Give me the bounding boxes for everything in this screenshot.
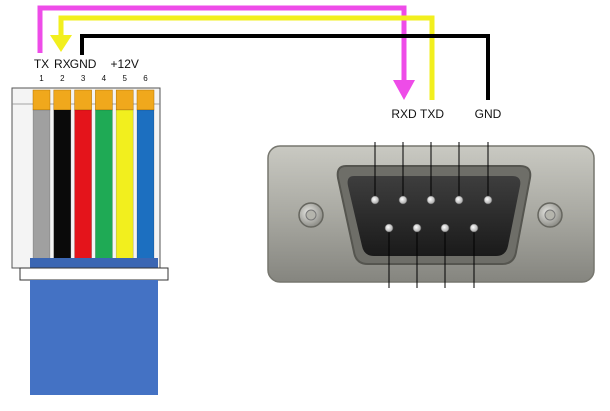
db9-pin-3 — [426, 195, 436, 205]
rj-pin-label-2: RX — [54, 57, 71, 71]
rj-pin-label-5: +12V — [111, 57, 139, 71]
db9-pins — [370, 195, 493, 233]
db9-pin-leads — [374, 142, 489, 288]
rj-wire-5 — [115, 109, 134, 261]
rj-pin-number-4: 4 — [102, 74, 107, 83]
gnd-to-gnd-wire — [80, 34, 490, 100]
rj-contact-4 — [95, 89, 113, 111]
rj-contact-1 — [32, 89, 51, 111]
rj-wire-6 — [136, 109, 155, 261]
rj-contact-3 — [74, 89, 92, 111]
db9-pin-1 — [370, 195, 380, 205]
rj-pin-number-3: 3 — [81, 74, 86, 83]
db9-pin-7 — [412, 223, 422, 233]
rj-wire-1 — [32, 109, 51, 261]
rj-pin-number-5: 5 — [122, 74, 127, 83]
db9-label-gnd: GND — [475, 107, 502, 121]
rj-pin-number-6: 6 — [143, 74, 148, 83]
rx-to-txd-wire — [58, 15, 435, 100]
rj-pin-label-3: GND — [70, 57, 97, 71]
cable-jacket-upper — [30, 258, 158, 270]
rj-wire-2 — [53, 109, 72, 261]
db9-insulator — [347, 176, 521, 256]
db9-pin-4 — [454, 195, 464, 205]
cable-jacket — [30, 280, 158, 395]
rj-contact-2 — [53, 89, 72, 111]
db9-pin-5 — [483, 195, 493, 205]
rj-wires — [32, 109, 155, 261]
db9-pin-9 — [469, 223, 479, 233]
db9-pin-6 — [384, 223, 394, 233]
rj-pin-label-1: TX — [34, 57, 49, 71]
rx-to-txd-arrowhead — [50, 35, 72, 52]
db9-label-txd: TXD — [420, 107, 444, 121]
signal-wires — [37, 5, 490, 100]
db9-pin-8 — [440, 223, 450, 233]
rj-pin-number-2: 2 — [60, 74, 65, 83]
rj-contact-5 — [115, 89, 134, 111]
rj-wire-4 — [95, 109, 113, 261]
db9-pin-2 — [398, 195, 408, 205]
rj-wire-3 — [74, 109, 92, 261]
rj-contact-6 — [136, 89, 155, 111]
tx-to-rxd-arrowhead — [393, 80, 415, 100]
rj-pin-labels: TX 1 RX 2 GND 3 4 +12V 5 6 — [34, 57, 148, 83]
strain-relief-bar — [19, 267, 169, 281]
rj-pin-number-1: 1 — [39, 74, 44, 83]
db9-label-rxd: RXD — [391, 107, 417, 121]
rj-connector: TX 1 RX 2 GND 3 4 +12V 5 6 — [11, 57, 169, 395]
tx-to-rxd-wire — [37, 5, 407, 90]
